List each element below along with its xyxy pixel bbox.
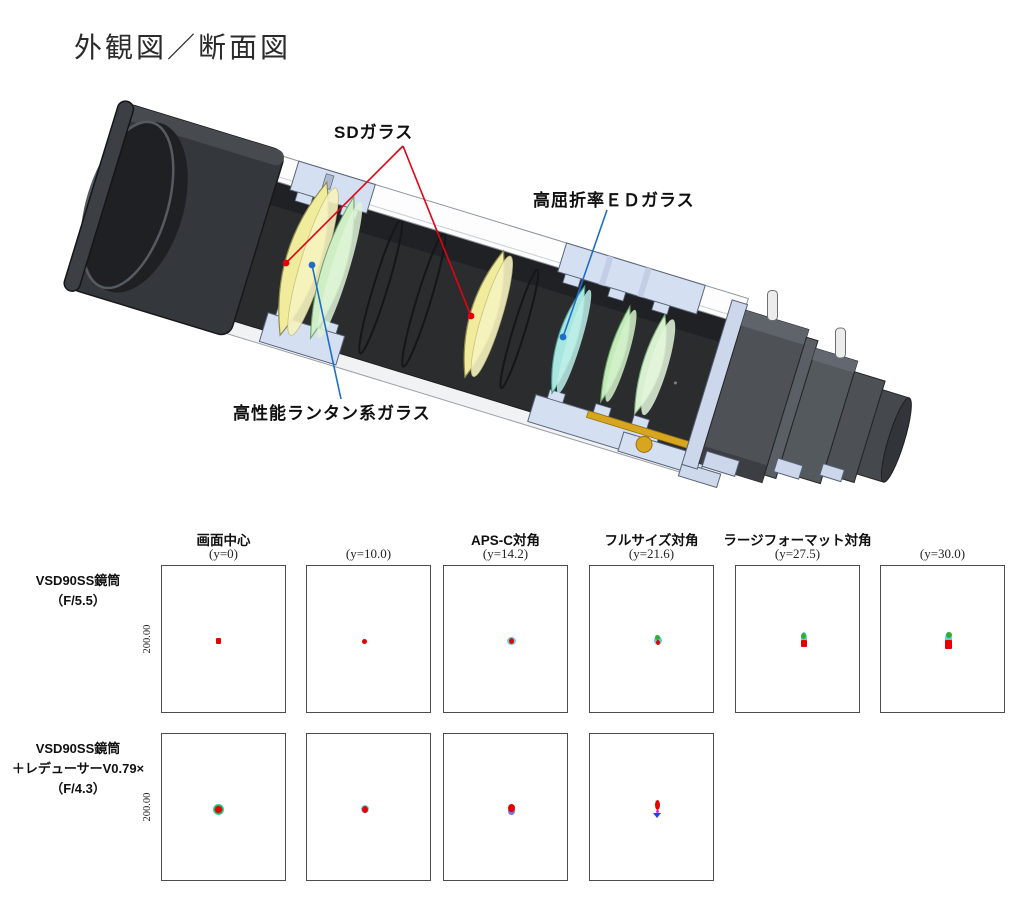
annotation-lines [282,145,608,400]
sd-leader-line [402,145,472,317]
column-subheader: (y=30.0) [919,546,966,561]
spot-dot [945,631,952,647]
spot-tri [653,812,661,818]
sd-leader-line [285,145,404,264]
baffle-ring [499,268,540,390]
row-label-line: （F/5.5） [50,593,106,608]
row-label-line: VSD90SS鏡筒 [35,573,121,588]
column-header: フルサイズ対角 [604,533,699,548]
spot-dot [655,800,660,810]
row-label: VSD90SS鏡筒 （F/5.5） [0,571,156,611]
spot-dot [656,809,659,813]
spot-cell [306,565,431,713]
sd-target-dot [282,259,290,267]
spot-dot [361,805,368,813]
lens-sd-front [278,180,339,337]
lens-rear-green [599,304,676,416]
lanthanum-leader-line [311,264,342,400]
spot-cell [443,565,568,713]
dew-shield [63,100,284,336]
lens-lanthanum [309,194,363,341]
column-subheader: (y=0) [209,546,238,561]
spot-cell [589,565,714,713]
column-subheader: (y=27.5) [774,546,821,561]
detail-dot [673,381,677,385]
row-label-line: ＋レデューサーV0.79× [11,761,145,776]
spot-sq [216,638,221,644]
spot-dot [655,634,660,640]
spot-sq [945,639,952,649]
spot-cell [880,565,1005,713]
row-label-line: VSD90SS鏡筒 [35,741,121,756]
rear-barrel [681,289,912,485]
spot-cell [443,733,568,881]
row-label-line: （F/4.3） [50,781,106,796]
axis-scale-label: 200.00 [142,792,153,822]
spot-cell [735,565,860,713]
ed-target-dot [559,333,567,341]
spot-dot [801,633,806,639]
telescope-body [63,100,912,489]
spot-cell [161,565,286,713]
thumbscrew-icon [767,289,779,321]
lanthanum-target-dot [308,261,316,269]
axis-scale-label: 200.00 [142,624,153,654]
sd-target-dot [467,312,475,320]
column-subheader: (y=10.0) [345,546,392,561]
annotation-label-sd: SDガラス [334,123,414,142]
spot-sq [800,639,807,647]
spot-dot [215,805,222,813]
page-title: 外観図／断面図 [74,32,292,63]
spot-cell [161,733,286,881]
spot-cell [306,733,431,881]
lens-sd-mid [463,249,513,379]
ed-leader-line [562,209,608,338]
spot-dot [655,639,660,645]
thumbscrew-icon [835,327,847,359]
annotation-label-ed: 高屈折率ＥＤガラス [533,191,695,210]
column-header: APS-C対角 [470,533,540,548]
lens-ed [551,284,592,395]
spot-dot [362,638,367,644]
spot-dot [509,638,514,644]
spot-dot [945,632,952,638]
column-subheader: (y=21.6) [628,546,675,561]
spot-dot [508,804,515,812]
column-header: 画面中心 [196,533,251,548]
focuser-pinion [635,435,653,453]
spot-cell [589,733,714,881]
column-header: ラージフォーマット対角 [723,533,872,548]
cross-section-diagram [63,100,912,489]
row-label: VSD90SS鏡筒 ＋レデューサーV0.79× （F/4.3） [0,739,156,799]
annotation-label-lanthanum: 高性能ランタン系ガラス [233,404,431,423]
column-subheader: (y=14.2) [482,546,529,561]
